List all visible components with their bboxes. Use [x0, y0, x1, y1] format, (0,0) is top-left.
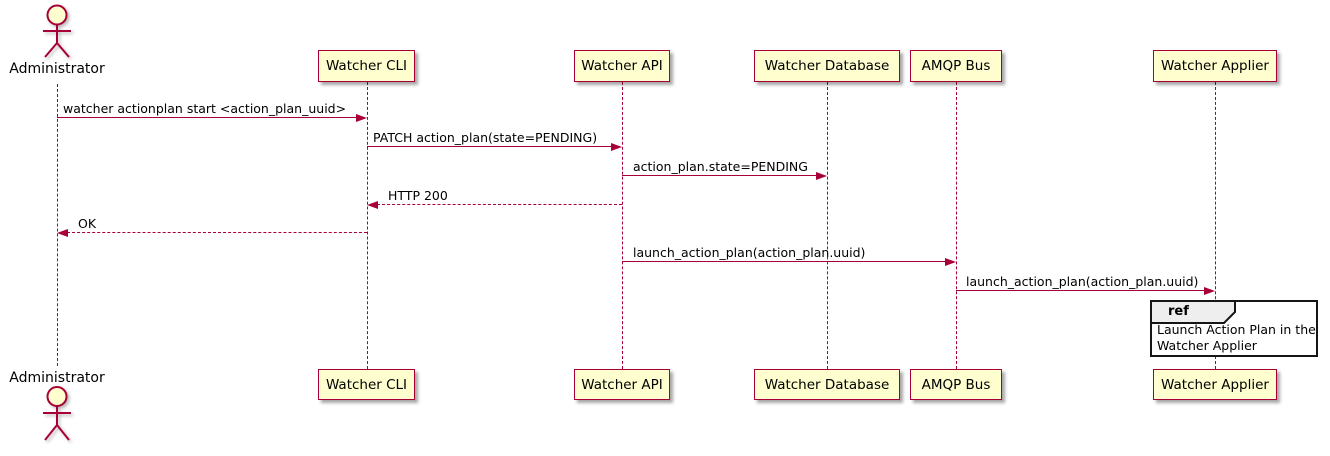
- message-label: HTTP 200: [388, 188, 448, 203]
- ref-keyword: ref: [1168, 304, 1189, 319]
- participant-label: Watcher Database: [764, 376, 890, 393]
- message-label: launch_action_plan(action_plan.uuid): [966, 274, 1199, 289]
- message-line: [622, 175, 818, 176]
- arrowhead-icon: [367, 201, 378, 209]
- ref-text-line1: Launch Action Plan in the: [1157, 322, 1316, 337]
- participant-bottom-watcher-cli: Watcher CLI: [318, 369, 415, 400]
- arrowhead-icon: [1204, 287, 1215, 295]
- participant-label: Watcher API: [581, 376, 663, 393]
- lifeline-administrator: [57, 84, 58, 366]
- ref-fragment: ref Launch Action Plan in the Watcher Ap…: [1150, 300, 1318, 357]
- participant-label: AMQP Bus: [921, 376, 991, 393]
- message-line: [956, 290, 1206, 291]
- message-label: watcher actionplan start <action_plan_uu…: [63, 101, 347, 116]
- participant-bottom-watcher-applier: Watcher Applier: [1153, 369, 1277, 400]
- lifeline-watcher-api: [622, 82, 623, 369]
- participant-label: AMQP Bus: [921, 58, 991, 74]
- participant-label: Watcher Applier: [1161, 376, 1269, 393]
- ref-header-pentagon-icon: [1150, 300, 1236, 324]
- message-label: OK: [78, 216, 97, 231]
- arrowhead-icon: [356, 114, 367, 122]
- participant-top-watcher-api: Watcher API: [574, 50, 670, 82]
- participant-top-watcher-cli: Watcher CLI: [318, 50, 415, 82]
- lifeline-amqp-bus: [956, 82, 957, 369]
- participant-label: Watcher CLI: [325, 58, 408, 74]
- arrowhead-icon: [945, 258, 956, 266]
- message-line: [377, 204, 622, 205]
- arrowhead-icon: [816, 172, 827, 180]
- message-label: action_plan.state=PENDING: [633, 159, 808, 174]
- participant-bottom-amqp-bus: AMQP Bus: [910, 369, 1002, 400]
- participant-top-amqp-bus: AMQP Bus: [910, 50, 1002, 82]
- message-line: [57, 117, 358, 118]
- arrowhead-icon: [57, 229, 68, 237]
- participant-top-watcher-applier: Watcher Applier: [1153, 50, 1277, 82]
- actor-icon-top: [43, 4, 71, 58]
- participant-bottom-watcher-api: Watcher API: [574, 369, 670, 400]
- actor-icon-bottom: [43, 386, 71, 441]
- arrowhead-icon: [611, 143, 622, 151]
- lifeline-watcher-database: [827, 82, 828, 369]
- lifeline-watcher-cli: [367, 82, 368, 369]
- message-line: [622, 261, 947, 262]
- actor-label-bottom: Administrator: [9, 370, 105, 386]
- participant-label: Watcher CLI: [325, 376, 408, 393]
- participant-label: Watcher Applier: [1161, 58, 1269, 74]
- message-line: [67, 232, 367, 233]
- message-line: [367, 146, 613, 147]
- participant-bottom-watcher-database: Watcher Database: [754, 369, 900, 400]
- message-label: launch_action_plan(action_plan.uuid): [633, 245, 866, 260]
- actor-label-top: Administrator: [9, 61, 105, 77]
- participant-label: Watcher API: [581, 58, 663, 74]
- participant-label: Watcher Database: [764, 58, 890, 74]
- participant-top-watcher-database: Watcher Database: [754, 50, 900, 82]
- message-label: PATCH action_plan(state=PENDING): [373, 130, 598, 145]
- ref-text-line2: Watcher Applier: [1157, 338, 1257, 353]
- lifeline-watcher-applier: [1215, 82, 1216, 369]
